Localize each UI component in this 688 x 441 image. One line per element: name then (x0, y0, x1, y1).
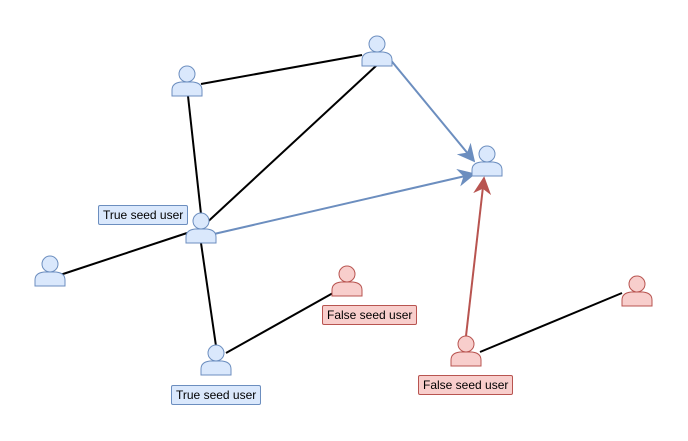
user-icon-u_bottom (200, 344, 232, 376)
edge-u_bottom-u_sybil_mid (225, 292, 334, 354)
edge-u_center-u_bottom (200, 242, 217, 347)
user-icon-u_sybil_right (621, 275, 653, 307)
user-icon-u_target (471, 145, 503, 177)
user-icon-u_top_left (171, 65, 203, 97)
edge-u_top_left-u_top_mid (200, 54, 363, 85)
edge-u_center-u_left (59, 232, 188, 276)
edges-layer (59, 54, 623, 354)
user-icon-u_sybil_mid (331, 265, 363, 297)
user-icon-u_sybil_bottom (450, 335, 482, 367)
nodes-layer (34, 35, 653, 376)
true-seed-label-bottom: True seed user (171, 385, 262, 405)
edge-u_sybil_bottom-u_sybil_right (479, 292, 623, 353)
user-icon-u_left (34, 255, 66, 287)
edge-u_top_left-u_center (187, 95, 202, 215)
edge-arrow-u_center-to-u_target (213, 168, 476, 235)
true-seed-label-center: True seed user (98, 205, 189, 225)
false-seed-label-bottom: False seed user (418, 375, 514, 395)
user-icon-u_top_mid (361, 35, 393, 67)
edge-arrow-u_sybil_bottom-to-u_target (465, 176, 492, 337)
user-icon-u_center (185, 212, 217, 244)
edge-u_top_mid-u_center (200, 64, 378, 229)
false-seed-label-mid: False seed user (322, 305, 418, 325)
edge-arrow-u_top_mid-to-u_target (388, 57, 476, 163)
